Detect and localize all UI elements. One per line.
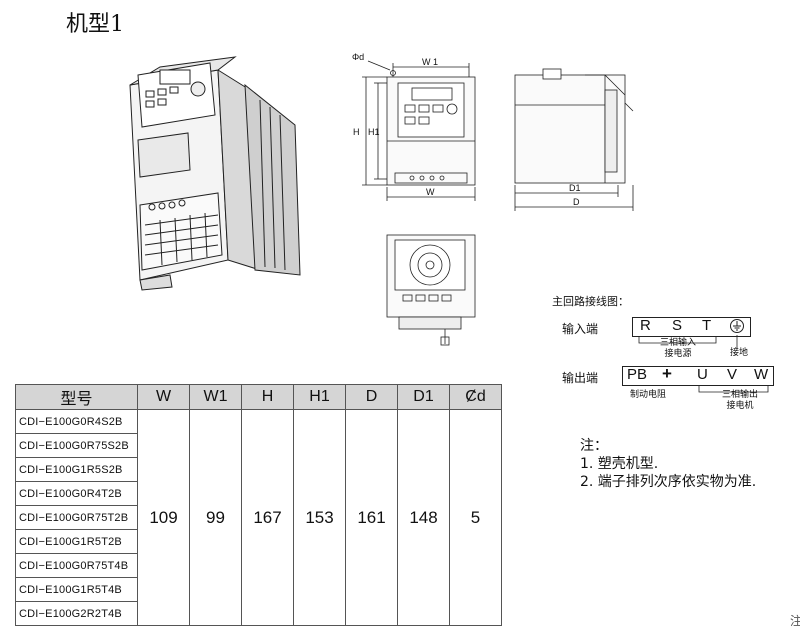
header-w1: W1 <box>189 384 242 410</box>
model-cell: CDI−E100G0R4S2B <box>15 409 138 434</box>
value-w1: 99 <box>189 409 242 626</box>
dim-phi-label: Φd <box>352 52 364 62</box>
value-d: 161 <box>345 409 398 626</box>
table-header-row: 型号 W W1 H H1 D D1 Ȼd <box>15 384 502 410</box>
motor-note-line2: 接电机 <box>726 401 754 411</box>
header-d: D <box>345 384 398 410</box>
notes: 注： 1. 塑壳机型. 2. 端子排列次序依实物为准. <box>580 437 756 491</box>
header-w: W <box>137 384 190 410</box>
terminal-v: V <box>727 366 738 383</box>
output-label: 输出端 <box>562 371 599 385</box>
table-row: CDI−E100G1R5S2B <box>15 457 502 482</box>
side-view-drawing: D1 D <box>514 68 634 211</box>
model-cell: CDI−E100G1R5S2B <box>15 457 138 482</box>
model-cell: CDI−E100G1R5T2B <box>15 529 138 554</box>
terminal-r: R <box>640 317 651 334</box>
header-phi-d: Ȼd <box>449 384 502 410</box>
terminal-s: S <box>672 317 683 334</box>
brake-note: 制动电阻 <box>630 390 667 400</box>
ground-note: 接地 <box>730 348 749 358</box>
model-cell: CDI−E100G0R75S2B <box>15 433 138 458</box>
dim-d-label: D <box>573 197 580 207</box>
header-h: H <box>241 384 294 410</box>
model-cell: CDI−E100G0R4T2B <box>15 481 138 506</box>
model-cell: CDI−E100G2R2T4B <box>15 601 138 626</box>
isometric-drawing <box>129 56 301 291</box>
output-bracket <box>698 386 769 393</box>
terminal-pb: PB <box>627 366 648 383</box>
terminal-u: U <box>697 366 708 383</box>
motor-note-line1: 三相输出 <box>721 390 758 400</box>
model-cell: CDI−E100G1R5T4B <box>15 577 138 602</box>
terminal-w: W <box>754 366 769 383</box>
table-row: CDI−E100G1R5T4B <box>15 577 502 602</box>
dim-h-label: H <box>353 127 360 137</box>
bottom-view-drawing <box>386 234 476 346</box>
value-w: 109 <box>137 409 190 626</box>
terminal-plus: + <box>662 364 672 383</box>
input-note-line1: 三相输入 <box>659 338 696 348</box>
header-model: 型号 <box>15 384 138 410</box>
motor-note: 三相输出 接电机 <box>714 390 766 412</box>
model-cell: CDI−E100G0R75T4B <box>15 553 138 578</box>
dim-d1-label: D1 <box>569 183 581 193</box>
value-h: 167 <box>241 409 294 626</box>
input-label: 输入端 <box>562 322 599 336</box>
page-title: 机型1 <box>66 12 124 37</box>
input-terminal-block <box>632 317 751 337</box>
dim-h1-label: H1 <box>368 127 380 137</box>
corner-mark: 注 <box>790 614 800 628</box>
ground-leader <box>736 335 738 349</box>
wiring-title: 主回路接线图： <box>552 295 629 308</box>
table-row: CDI−E100G1R5T2B <box>15 529 502 554</box>
value-phi-d: 5 <box>449 409 502 626</box>
header-d1: D1 <box>397 384 450 410</box>
dim-w1-label: W 1 <box>422 57 438 67</box>
table-row: CDI−E100G2R2T4B <box>15 601 502 626</box>
table-row: CDI−E100G0R75T2B <box>15 505 502 530</box>
value-d1: 148 <box>397 409 450 626</box>
dim-w-label: W <box>426 187 435 197</box>
input-bracket <box>638 337 717 344</box>
notes-heading: 注： <box>580 438 608 454</box>
model-cell: CDI−E100G0R75T2B <box>15 505 138 530</box>
spec-table: 型号 W W1 H H1 D D1 Ȼd CDI−E100G0R4S2B 109… <box>15 384 502 626</box>
table-row: CDI−E100G0R4S2B 109 99 167 153 161 148 5 <box>15 409 502 626</box>
value-h1: 153 <box>293 409 346 626</box>
output-terminal-block <box>622 366 774 386</box>
ground-icon <box>730 319 744 333</box>
input-note-line2: 接电源 <box>664 349 692 359</box>
input-note: 三相输入 接电源 <box>652 338 704 360</box>
terminal-t: T <box>702 317 712 334</box>
note-line-1: 1. 塑壳机型. <box>580 456 659 472</box>
table-row: CDI−E100G0R75S2B <box>15 433 502 458</box>
header-h1: H1 <box>293 384 346 410</box>
note-line-2: 2. 端子排列次序依实物为准. <box>580 474 757 490</box>
front-view-drawing: W 1 W H H1 Φd <box>352 52 476 201</box>
